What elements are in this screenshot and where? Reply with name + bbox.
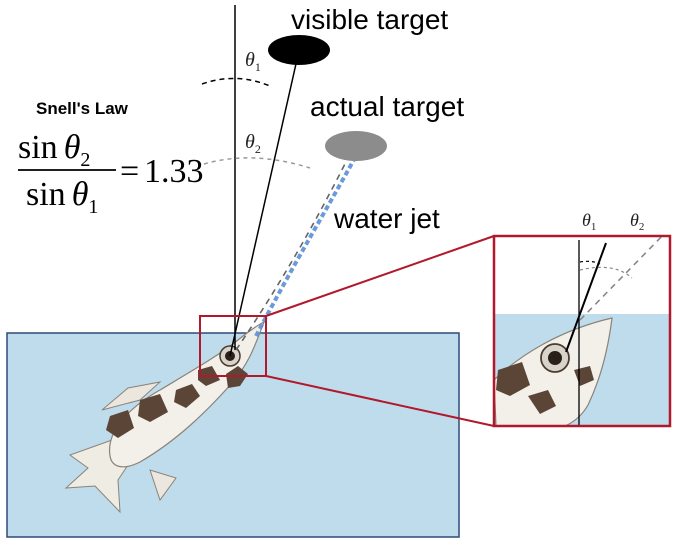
subscript-2: 2	[255, 142, 261, 156]
numerator-fn: sin	[18, 129, 58, 166]
visible-target-shape	[268, 35, 330, 65]
water-jet-label: water jet	[333, 203, 440, 234]
equation-equals: =	[120, 153, 139, 190]
theta-symbol: θ	[245, 49, 255, 71]
zoom-connector-bottom	[265, 375, 495, 427]
numerator-subscript: 2	[80, 149, 90, 171]
theta1-arc	[201, 77, 271, 87]
zoom-panel	[494, 236, 670, 426]
zoom-frame	[492, 234, 672, 428]
theta2-arc	[203, 157, 311, 169]
subscript-2: 2	[639, 221, 645, 233]
numerator-theta: θ	[64, 129, 81, 166]
theta2-label: θ2	[245, 131, 261, 156]
equation-title: Snell's Law	[36, 99, 129, 118]
actual-target-label: actual target	[310, 91, 464, 122]
denominator-subscript: 1	[88, 196, 98, 218]
zoom-theta2-arc	[579, 266, 633, 279]
zoom-fish-spot	[528, 390, 556, 414]
zoom-theta2-label: θ2	[630, 210, 644, 233]
theta-symbol: θ	[582, 210, 591, 230]
fish-fin-upper	[101, 381, 162, 411]
denominator-theta: θ	[72, 176, 89, 213]
fish-fin-lower	[149, 469, 177, 502]
theta-symbol: θ	[245, 131, 255, 153]
theta1-label: θ1	[245, 49, 261, 74]
denominator-fn: sin	[26, 176, 66, 213]
zoom-source-box	[199, 315, 267, 377]
actual-target-shape	[325, 131, 387, 161]
theta-symbol: θ	[630, 210, 639, 230]
zoom-theta1-label: θ1	[582, 210, 596, 233]
zoom-theta1-arc	[579, 260, 601, 265]
equation-value: 1.33	[144, 153, 204, 190]
visible-target-label: visible target	[291, 4, 448, 35]
zoom-connector-top	[265, 235, 495, 317]
refracted-path	[235, 149, 353, 351]
subscript-1: 1	[591, 221, 597, 233]
line-of-sight	[229, 54, 299, 357]
fish-spot	[138, 394, 168, 422]
water-jet-path	[254, 155, 358, 337]
fish-spot	[174, 384, 200, 408]
zoom-fish-spot	[496, 362, 530, 396]
subscript-1: 1	[255, 60, 261, 74]
fish-spot	[106, 410, 134, 438]
zoom-fish-eye	[548, 351, 562, 365]
zoom-line-of-sight	[565, 242, 607, 353]
